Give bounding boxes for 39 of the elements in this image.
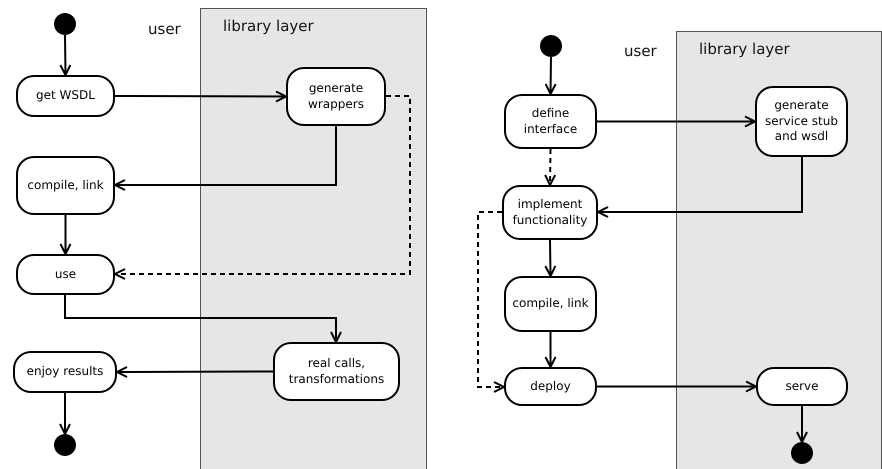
start-node <box>54 13 76 35</box>
arrow <box>597 116 756 128</box>
arrow <box>796 406 808 443</box>
swimlane-title: user <box>148 20 181 38</box>
arrow <box>115 90 287 102</box>
end-node <box>54 434 76 456</box>
dashed-arrow <box>114 95 411 280</box>
arrow <box>60 215 72 255</box>
arrow <box>59 34 72 76</box>
action-node: generate service stub and wsdl <box>755 86 848 157</box>
arrow <box>597 380 757 392</box>
action-node: compile, link <box>16 156 115 215</box>
action-node: generate wrappers <box>286 67 386 126</box>
action-node: serve <box>756 367 848 406</box>
arrow <box>114 126 337 191</box>
swimlane-title: user <box>624 42 657 60</box>
action-node: define interface <box>504 94 597 149</box>
action-node: enjoy results <box>13 351 117 393</box>
action-node: get WSDL <box>16 75 115 117</box>
dashed-arrow <box>477 211 505 393</box>
action-node: compile, link <box>504 276 597 332</box>
arrow <box>59 393 71 435</box>
end-node <box>791 442 813 464</box>
action-node: use <box>16 254 115 295</box>
arrow <box>544 332 556 368</box>
action-node: deploy <box>504 367 597 406</box>
action-node: real calls, transformations <box>273 342 400 401</box>
arrow <box>544 240 556 277</box>
dashed-arrow <box>544 148 556 186</box>
swimlane-title: library layer <box>699 40 790 58</box>
arrow <box>597 157 803 218</box>
action-node: implement functionality <box>502 185 598 240</box>
arrow <box>116 366 273 378</box>
swimlane <box>200 8 427 469</box>
start-node <box>540 35 562 57</box>
arrow <box>544 56 557 95</box>
arrow <box>64 295 342 343</box>
swimlane-title: library layer <box>223 17 314 35</box>
swimlane <box>676 31 882 469</box>
